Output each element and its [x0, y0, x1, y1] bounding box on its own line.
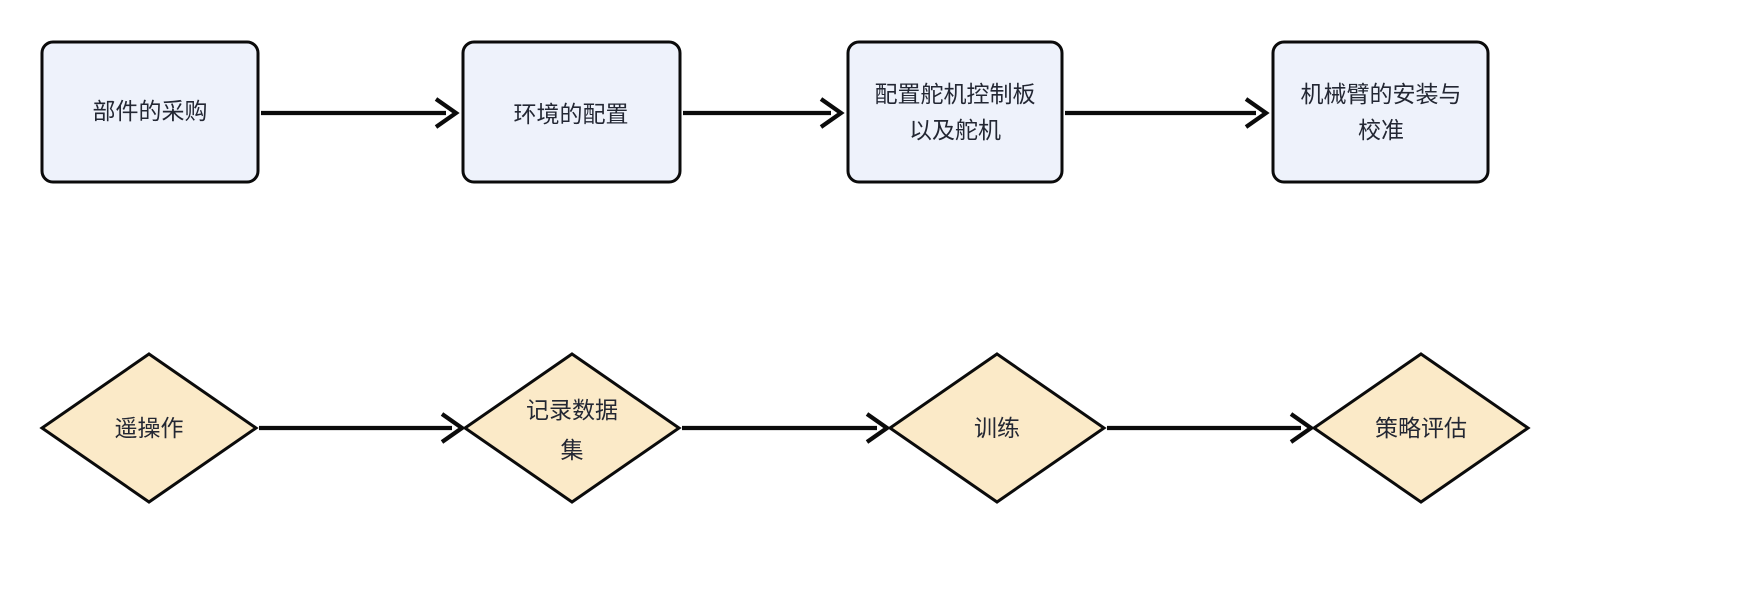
node-parts-procurement-label: 部件的采购	[93, 98, 208, 124]
edge-training-to-eval	[1107, 412, 1315, 444]
node-policy-evaluation-shape[interactable]	[1311, 352, 1531, 504]
arrowhead-icon	[865, 412, 891, 444]
node-servo-board-config-shape[interactable]	[846, 40, 1064, 184]
node-parts-procurement-shape[interactable]	[40, 40, 260, 184]
node-arm-install-calibrate[interactable]: 机械臂的安装与 校准	[1271, 40, 1490, 184]
node-servo-board-config-label-line-1: 配置舵机控制板	[875, 81, 1036, 107]
node-environment-config-label: 环境的配置	[514, 101, 629, 127]
arrowhead-icon	[434, 97, 460, 129]
edge-env-to-servo	[683, 97, 845, 129]
node-policy-evaluation-label: 策略评估	[1375, 415, 1467, 441]
node-teleoperation[interactable]: 遥操作	[39, 352, 259, 504]
node-record-dataset[interactable]: 记录数据 集	[462, 352, 682, 504]
node-servo-board-config[interactable]: 配置舵机控制板 以及舵机	[846, 40, 1064, 184]
node-training-shape[interactable]	[887, 352, 1107, 504]
node-teleoperation-shape[interactable]	[39, 352, 259, 504]
arrowhead-icon	[1244, 97, 1270, 129]
arrowhead-icon	[1289, 412, 1315, 444]
node-parts-procurement[interactable]: 部件的采购	[40, 40, 260, 184]
arrowhead-icon	[819, 97, 845, 129]
node-record-dataset-shape[interactable]	[462, 352, 682, 504]
node-record-dataset-label-line-2: 集	[561, 437, 584, 463]
node-environment-config[interactable]: 环境的配置	[461, 40, 682, 184]
node-environment-config-shape[interactable]	[461, 40, 682, 184]
node-arm-install-calibrate-label-line-2: 校准	[1358, 117, 1404, 143]
node-training-label: 训练	[974, 415, 1020, 441]
edge-servo-to-arm	[1065, 97, 1270, 129]
node-teleoperation-label: 遥操作	[115, 415, 184, 441]
edge-parts-to-env	[261, 97, 460, 129]
edge-teleop-to-record	[259, 412, 466, 444]
node-policy-evaluation[interactable]: 策略评估	[1311, 352, 1531, 504]
node-arm-install-calibrate-label-line-1: 机械臂的安装与	[1301, 81, 1462, 107]
node-arm-install-calibrate-shape[interactable]	[1271, 40, 1490, 184]
arrowhead-icon	[440, 412, 466, 444]
node-servo-board-config-label-line-2: 以及舵机	[909, 117, 1001, 143]
edge-record-to-training	[682, 412, 891, 444]
node-record-dataset-label-line-1: 记录数据	[526, 397, 618, 423]
node-training[interactable]: 训练	[887, 352, 1107, 504]
